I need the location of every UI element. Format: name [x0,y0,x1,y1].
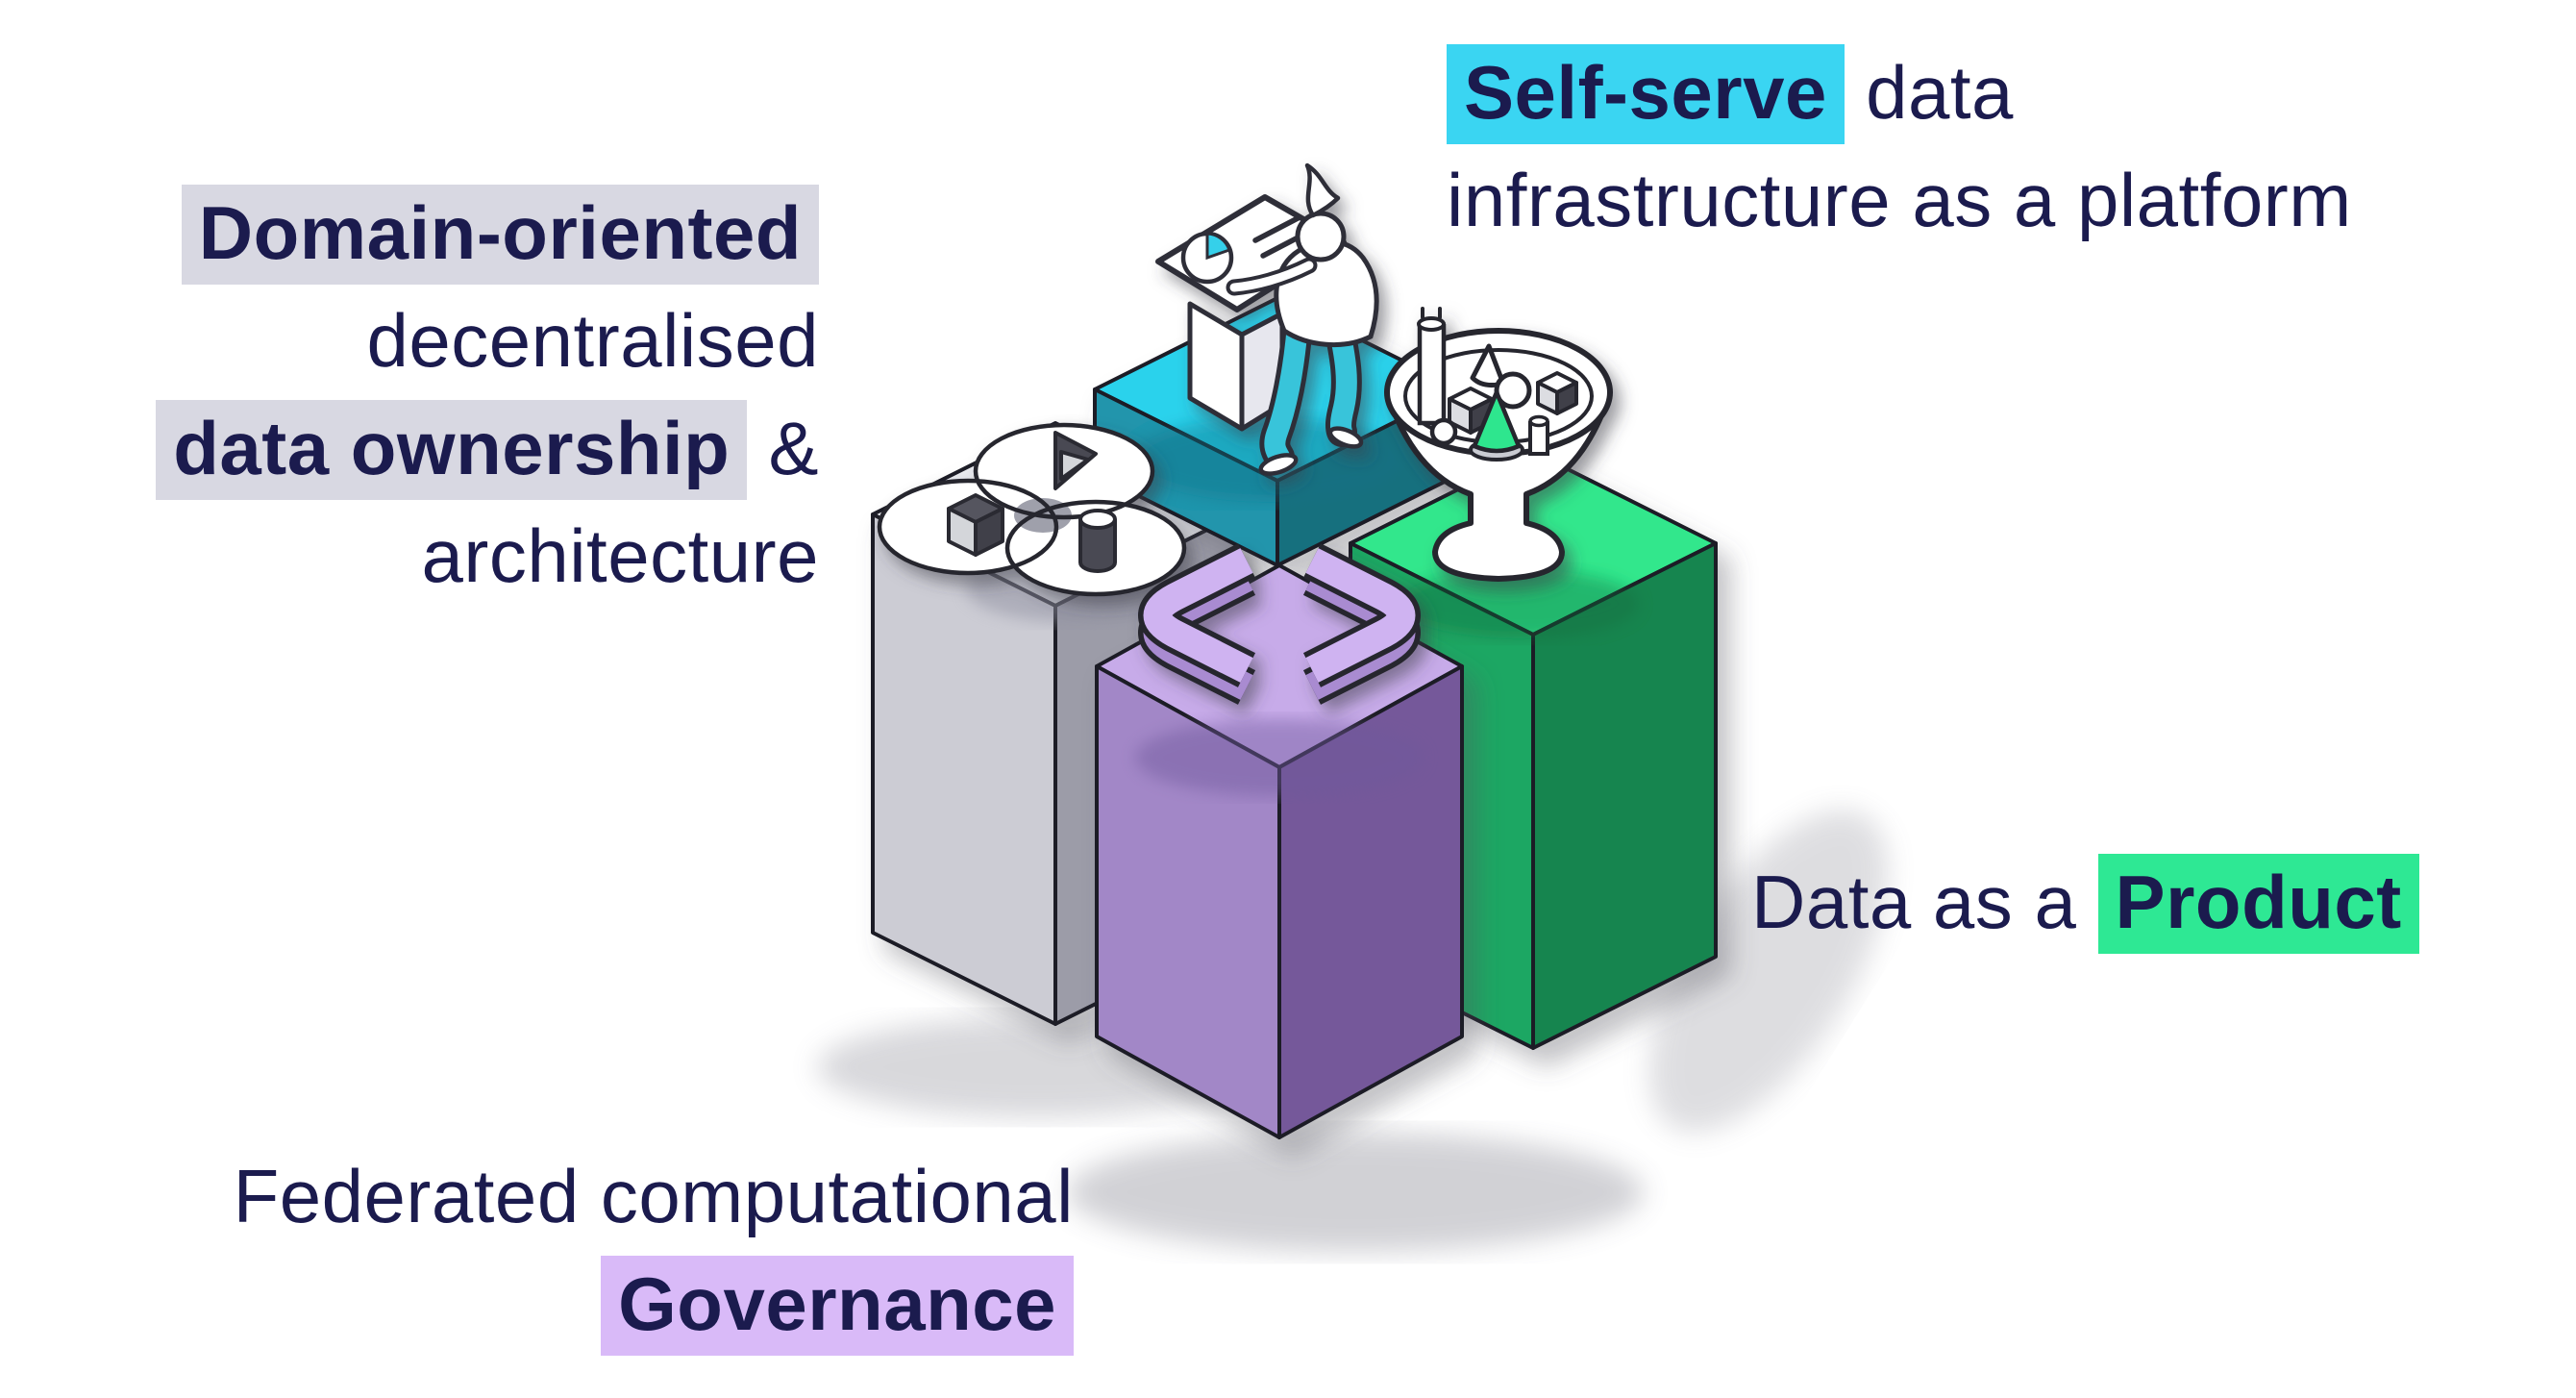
governance-line-1: Federated computational [72,1142,1074,1250]
small-cylinder-shape [1528,421,1549,456]
domain-line-4: architecture [58,502,819,610]
venn-circle-top [973,422,1155,520]
code-brackets-icon [1138,543,1421,705]
small-cylinder-top [1528,414,1549,428]
person-head [1295,211,1347,262]
venn-cylinder-icon [1078,509,1117,573]
highlight-governance: Governance [601,1256,1074,1356]
domain-line-2-text: decentralised [366,298,819,383]
green-pillar-right-face [1531,541,1718,1050]
person-right-leg [1327,312,1357,442]
highlight-self-serve: Self-serve [1447,44,1845,144]
domain-line-4-text: architecture [421,513,819,598]
person-right-shoe [1327,426,1364,449]
shadow-under-purple-pillar [1067,1133,1644,1252]
product-line-1: Data as a Product [1751,848,2549,956]
right-bracket [1305,548,1416,683]
governance-line-1-text: Federated computational [233,1154,1074,1238]
funnel-contents [1417,307,1578,462]
domain-line-3-suffix: & [747,406,819,490]
funnel-icon [1384,307,1613,582]
domain-line-1: Domain-oriented [58,179,819,287]
highlight-data-ownership: data ownership [156,400,748,500]
shadow-right-of-green-pillar [1649,810,1888,1133]
label-self-serve-platform: Self-serve data infrastructure as a plat… [1447,38,2552,254]
selfserve-line-2-text: infrastructure as a platform [1447,158,2352,242]
left-bracket [1143,548,1253,683]
venn-circle-left [877,478,1059,576]
domain-line-3: data ownership & [58,394,819,502]
venn-circle-right [1004,499,1187,597]
highlight-domain-oriented: Domain-oriented [181,185,819,285]
small-circle-shape [1429,417,1458,446]
green-cone-shape [1472,389,1522,454]
purple-top-shading [1135,719,1424,796]
cube-shape-right [1536,371,1578,415]
person-figure [1226,162,1379,476]
label-data-as-product: Data as a Product [1751,848,2549,956]
venn-cube-icon [947,493,1004,557]
venn-diagram-icon [877,422,1187,597]
person-left-leg [1264,314,1308,467]
green-top-shading [1399,569,1639,638]
domain-line-2: decentralised [58,287,819,394]
highlight-product: Product [2097,854,2419,954]
board-pie-wedge [1205,232,1231,261]
label-domain-ownership: Domain-oriented decentralised data owner… [58,179,819,610]
venn-wedge-icon [1053,431,1098,490]
tall-cylinder [1417,324,1447,426]
person-left-shoe [1258,453,1299,476]
selfserve-line-1: Self-serve data [1447,38,2552,146]
selfserve-line-1-suffix: data [1844,50,2014,135]
label-federated-governance: Federated computational Governance [72,1142,1074,1358]
tall-cylinder-top [1417,316,1446,332]
product-line-1-prefix: Data as a [1751,860,2098,944]
person-arm [1229,261,1314,292]
governance-line-2: Governance [72,1250,1074,1358]
person-at-lectern-icon [1155,162,1379,476]
brackets-top-surface [1138,543,1421,687]
person-hair [1304,162,1341,218]
cylinder-prongs [1421,307,1442,319]
selfserve-line-2: infrastructure as a platform [1447,146,2552,254]
